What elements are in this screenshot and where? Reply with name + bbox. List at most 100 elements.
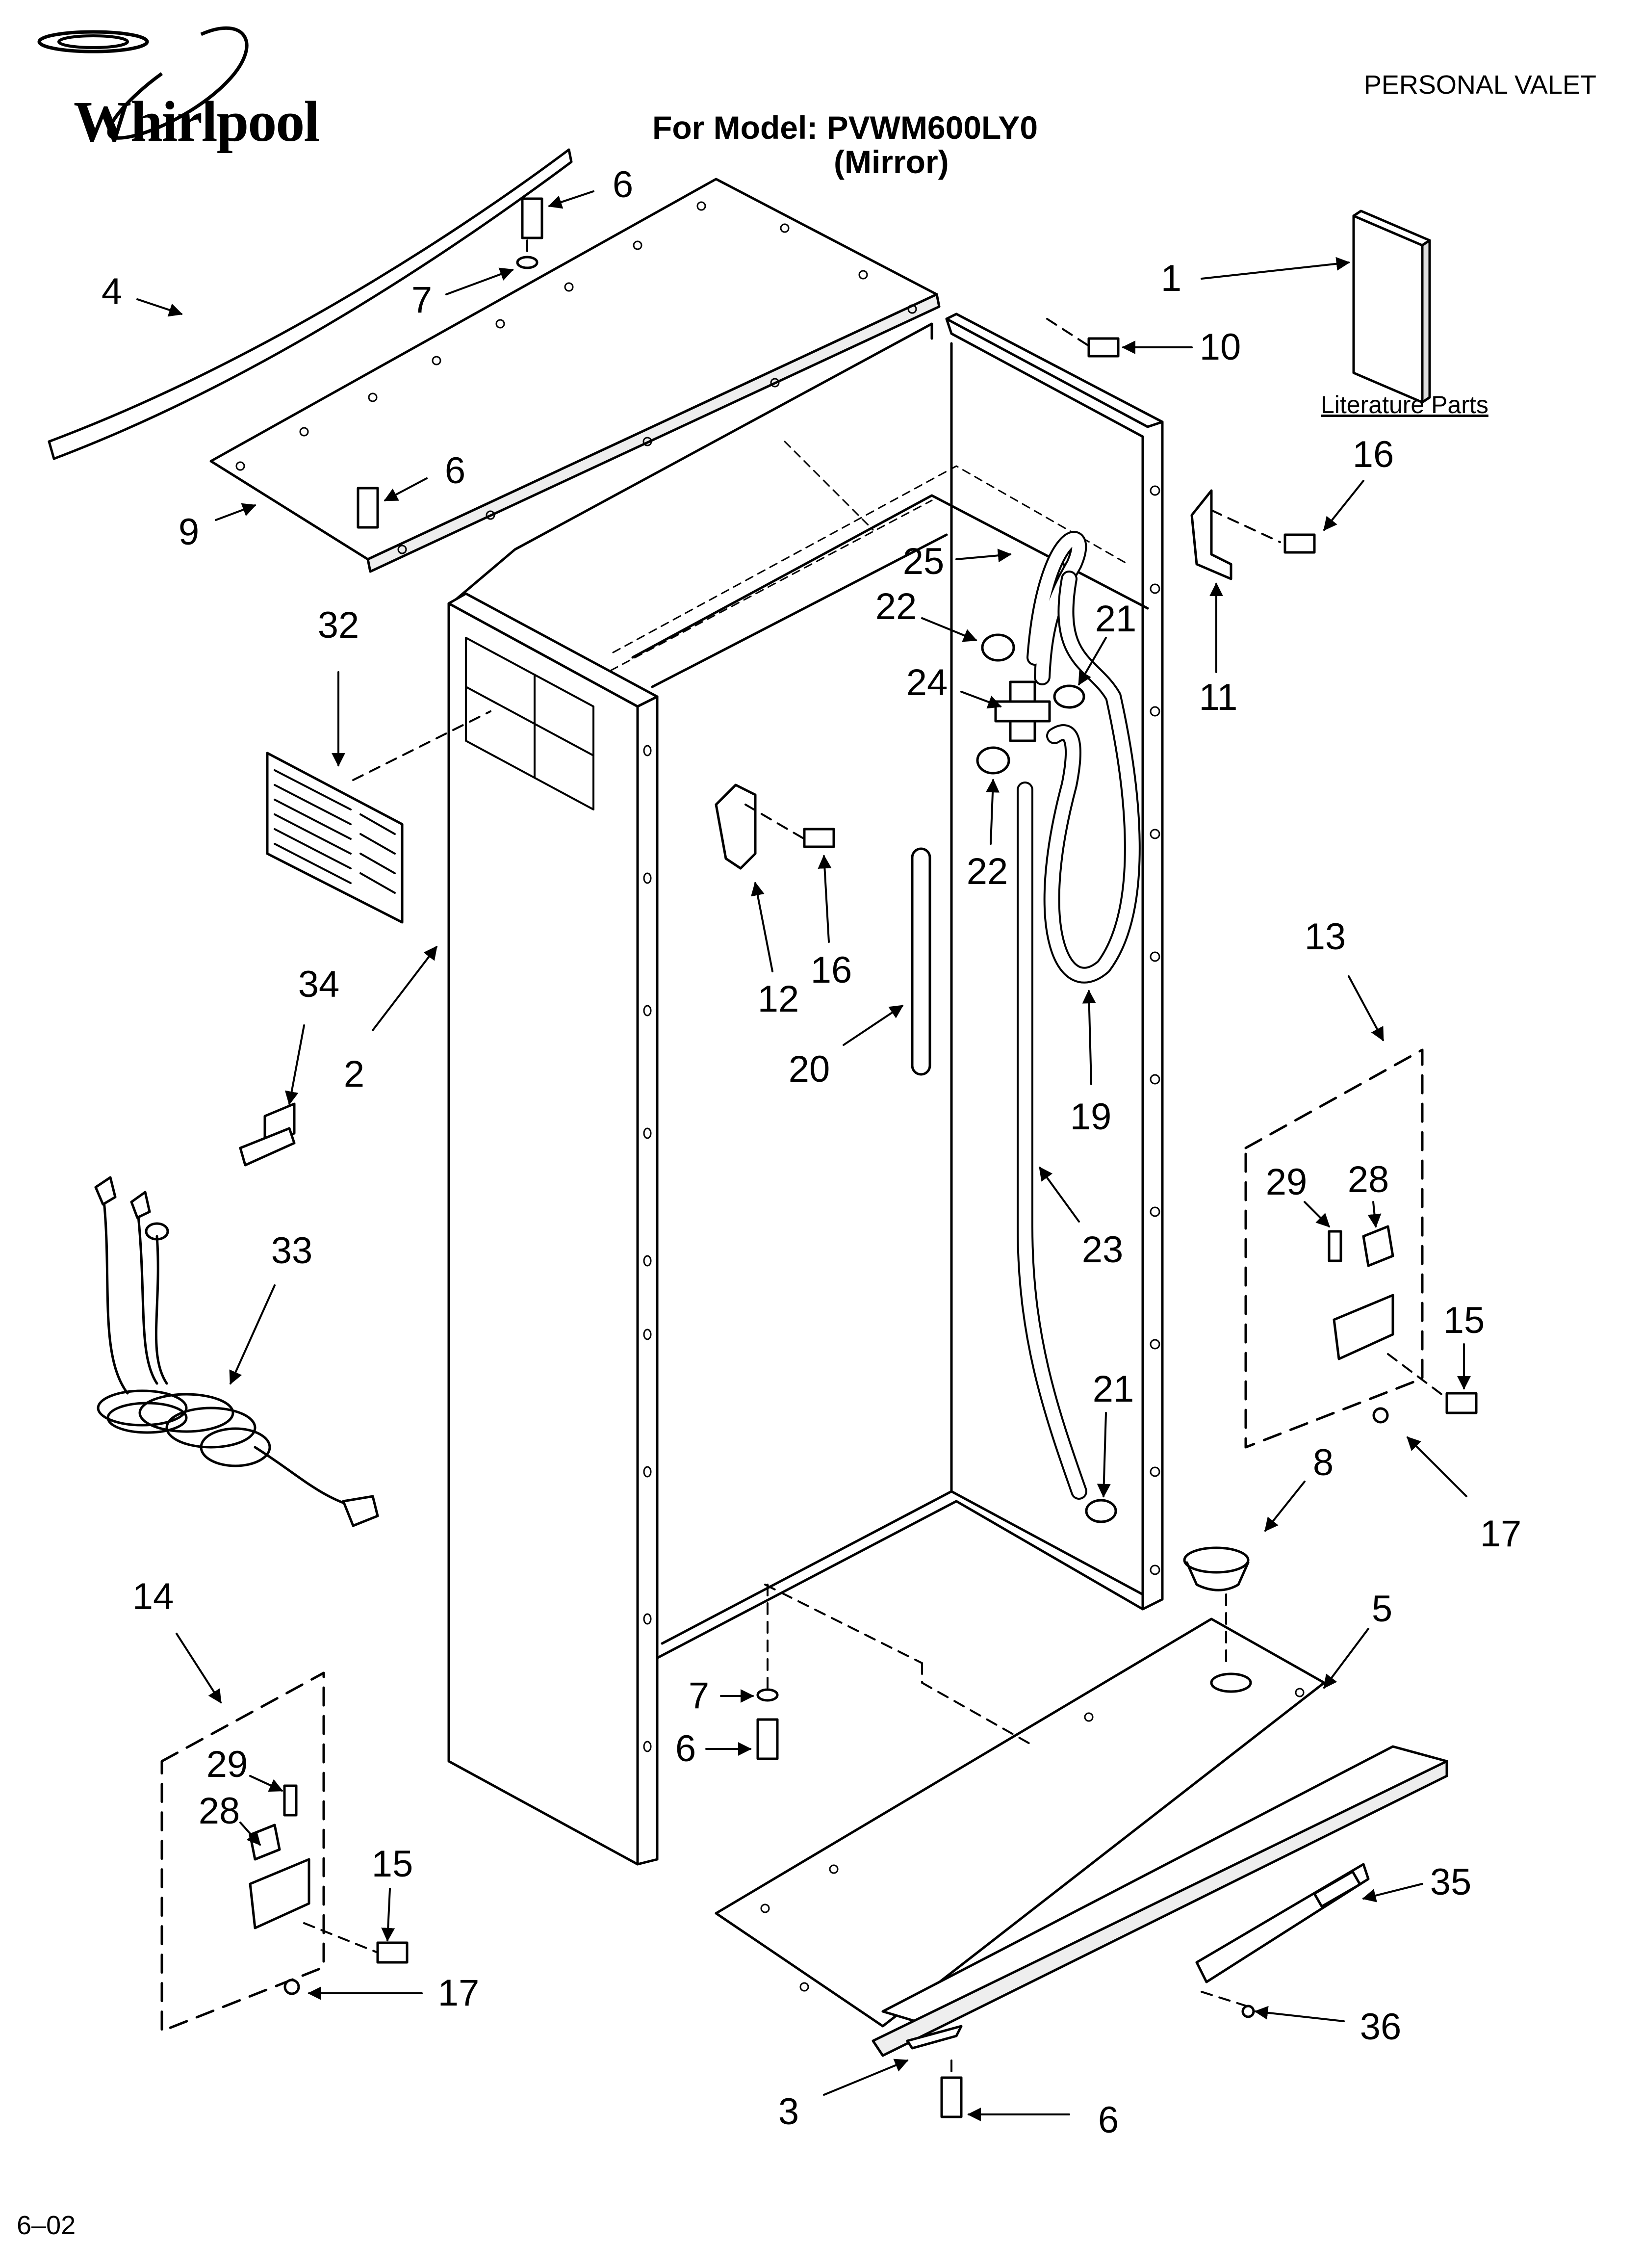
bottom-panel xyxy=(715,1617,1448,2057)
callout-21: 21 xyxy=(1095,598,1137,640)
leader-arrow-14 xyxy=(176,1633,222,1704)
callout-21: 21 xyxy=(1092,1368,1134,1410)
callout-29: 29 xyxy=(1265,1161,1308,1203)
leader-arrow-3 xyxy=(823,2059,909,2096)
callout-22: 22 xyxy=(875,586,917,627)
leader-arrow-24 xyxy=(960,691,1002,709)
top-trim-strip xyxy=(48,148,573,460)
leader-arrow-23 xyxy=(1039,1166,1080,1223)
hinge-assembly-left xyxy=(160,1671,409,2033)
leader-arrow-22 xyxy=(921,617,977,642)
whirlpool-logo: Whirlpool xyxy=(37,26,320,155)
callout-15: 15 xyxy=(1443,1300,1485,1341)
callout-28: 28 xyxy=(1347,1159,1389,1200)
vent-opening xyxy=(465,637,594,810)
foot-rail-cover xyxy=(1195,1863,1370,1983)
callout-7: 7 xyxy=(688,1675,710,1717)
leader-arrow-7 xyxy=(445,267,514,295)
leader-arrow-13 xyxy=(1348,975,1384,1042)
leader-arrow-20 xyxy=(843,1005,904,1046)
callout-15: 15 xyxy=(371,1843,413,1885)
callout-17: 17 xyxy=(1480,1513,1522,1555)
callout-3: 3 xyxy=(778,2091,799,2133)
rail xyxy=(872,1745,1448,2057)
rail-trim xyxy=(906,2025,963,2050)
swirl-logo-icon xyxy=(37,26,249,140)
callout-6: 6 xyxy=(1098,2099,1119,2141)
date-code: 6–02 xyxy=(17,2211,76,2240)
callout-16: 16 xyxy=(1352,434,1394,475)
leader-arrow-33 xyxy=(229,1284,276,1385)
callout-1: 1 xyxy=(1160,258,1182,299)
washer-bottom xyxy=(756,1688,779,1702)
leader-arrow-35 xyxy=(1362,1883,1423,1903)
cabinet-side-panel xyxy=(447,592,659,1866)
foot-screw xyxy=(1241,2005,1255,2018)
screw-top-lower xyxy=(357,487,379,529)
leveling-foot-cup xyxy=(1183,1546,1250,1591)
model-variant: (Mirror) xyxy=(834,144,949,180)
callout-36: 36 xyxy=(1360,2006,1402,2048)
callout-23: 23 xyxy=(1081,1229,1124,1271)
terminal-block xyxy=(239,1102,296,1167)
callout-11: 11 xyxy=(1199,677,1238,718)
screw-rail xyxy=(940,2076,963,2118)
callout-9: 9 xyxy=(178,511,200,553)
callout-16: 16 xyxy=(810,949,852,991)
callout-32: 32 xyxy=(317,604,359,646)
leader-arrow-4 xyxy=(136,298,183,317)
leader-arrow-22 xyxy=(986,779,1000,845)
callout-19: 19 xyxy=(1070,1096,1112,1138)
hose-cap-lower xyxy=(976,746,1010,775)
hose-clamp-lower xyxy=(1085,1499,1117,1523)
callout-4: 4 xyxy=(101,271,123,313)
leader-arrow-6 xyxy=(548,190,594,209)
callout-13: 13 xyxy=(1304,916,1346,958)
leader-arrow-28 xyxy=(1367,1201,1382,1228)
leader-arrow-19 xyxy=(1082,990,1096,1085)
leader-arrow-21 xyxy=(1097,1412,1111,1498)
washer-top xyxy=(516,256,539,269)
callout-leaders xyxy=(136,190,1471,2121)
mounting-bracket-right xyxy=(1190,489,1232,580)
callout-22: 22 xyxy=(966,851,1008,892)
callout-35: 35 xyxy=(1430,1861,1472,1903)
callout-17: 17 xyxy=(437,1972,480,2014)
leader-arrow-34 xyxy=(284,1024,305,1105)
leader-arrow-25 xyxy=(955,548,1012,563)
leader-arrow-16 xyxy=(1323,480,1364,531)
leader-arrow-8 xyxy=(1264,1481,1306,1532)
callout-29: 29 xyxy=(206,1744,248,1785)
screw-bracket-16-right xyxy=(1283,533,1316,554)
screw-bottom xyxy=(756,1718,779,1760)
leader-arrow-36 xyxy=(1254,2006,1345,2022)
callout-6: 6 xyxy=(675,1728,696,1770)
hose-cap-upper xyxy=(981,633,1015,662)
callout-24: 24 xyxy=(906,662,948,704)
model-title: For Model: PVWM600LY0 xyxy=(652,109,1038,146)
brand-wordmark: Whirlpool xyxy=(74,89,320,154)
leader-arrow-28 xyxy=(239,1822,261,1846)
callout-6: 6 xyxy=(612,164,634,206)
screw-frame-10 xyxy=(1087,337,1120,358)
hinge-assembly-right xyxy=(1244,1048,1478,1449)
leader-arrow-29 xyxy=(1304,1201,1330,1227)
callout-5: 5 xyxy=(1371,1588,1393,1630)
leader-arrow-21 xyxy=(1078,637,1107,686)
callout-14: 14 xyxy=(132,1576,174,1617)
frame-holes xyxy=(1150,485,1160,1575)
callout-6: 6 xyxy=(444,450,466,492)
leader-arrow-2 xyxy=(372,945,437,1031)
hose-assembly xyxy=(994,531,1141,1500)
power-cord xyxy=(94,1176,379,1527)
leader-arrow-9 xyxy=(215,503,257,521)
screw-bracket-16-left xyxy=(803,828,835,848)
callout-20: 20 xyxy=(788,1048,830,1090)
callout-25: 25 xyxy=(902,541,945,582)
callout-7: 7 xyxy=(411,279,433,321)
top-panel-holes xyxy=(235,201,917,554)
leader-arrow-29 xyxy=(249,1775,283,1792)
leader-arrow-17 xyxy=(1407,1436,1467,1497)
literature-booklet xyxy=(1352,209,1431,404)
